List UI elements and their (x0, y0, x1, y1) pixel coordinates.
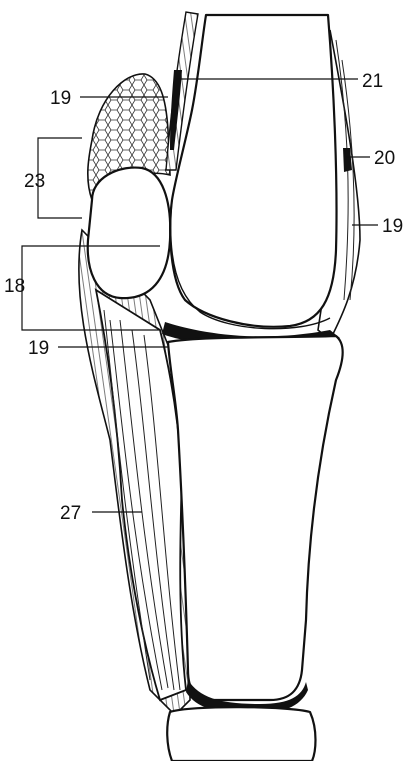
label-19-mid: 19 (28, 338, 49, 359)
label-21: 21 (362, 71, 383, 92)
tibia (168, 336, 343, 700)
label-19-right: 19 (382, 216, 403, 237)
distal-bone (167, 707, 315, 761)
femur (170, 15, 336, 327)
patella (88, 168, 171, 299)
label-19-top: 19 (50, 88, 71, 109)
label-27: 27 (60, 503, 81, 524)
label-20: 20 (374, 148, 395, 169)
label-18: 18 (4, 276, 25, 297)
label-23: 23 (24, 171, 45, 192)
